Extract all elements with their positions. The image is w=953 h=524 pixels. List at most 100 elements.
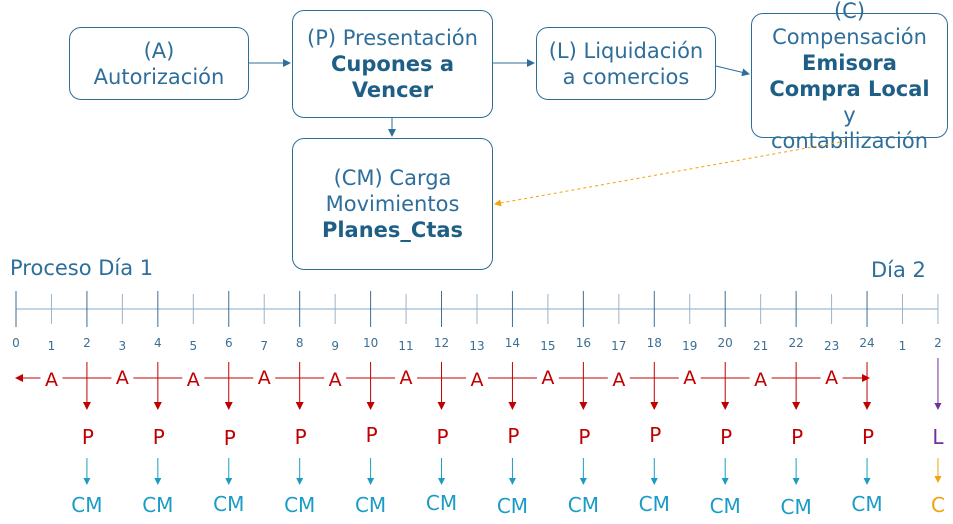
a-label-bg [607,366,630,390]
timeline-tick-label: 16 [576,336,591,350]
timeline-tick-label: 19 [682,339,697,353]
box-p-title: (P) Presentación [307,26,478,50]
box-c-name: Compensación [772,24,927,49]
p-label: P [224,426,236,450]
timeline-tick-label: 12 [434,336,449,350]
p-label: P [295,425,307,449]
box-carga-movimientos: (CM) Carga Movimientos Planes_Ctas [292,138,493,270]
timeline-tick-label: 3 [119,339,127,353]
p-label: P [507,424,519,448]
cm-label: CM [497,494,528,518]
timeline-tick-label: 11 [398,339,413,353]
box-c-bold1: Emisora [802,50,897,75]
timeline-tick-label: 7 [260,339,268,353]
box-cm-bold: Planes_Ctas [321,218,464,242]
timeline-tick-label: 15 [540,339,555,353]
p-label: P [862,425,874,449]
box-presentacion: (P) Presentación Cupones a Vencer [292,10,493,118]
arrow-l-to-c [715,65,750,77]
a-label-bg [536,366,559,390]
box-cm-title: (CM) Carga [333,166,452,190]
p-label: P [578,425,590,449]
timeline-tick-label: 18 [647,336,662,350]
p-label: P [720,425,732,449]
timeline-tick-label: 20 [718,336,733,350]
a-label-bg [324,366,347,390]
box-c-y: y [843,102,856,127]
timeline-tick-label: 5 [189,339,197,353]
cm-label: CM [142,493,173,517]
box-c-bold2: Compra Local [769,76,930,101]
p-label: P [82,425,94,449]
box-l-sub: a comercios [562,64,690,89]
cm-label: CM [781,495,812,519]
timeline-tick-label: 2 [934,336,942,350]
timeline-tick-label: 10 [363,336,378,350]
arrow-c-to-cm [494,140,847,207]
timeline-tick-label: 22 [788,336,803,350]
timeline-tick-label: 23 [824,339,839,353]
a-label-bg [749,366,772,390]
cm-label: CM [355,493,386,517]
l-label: L [932,425,944,449]
timeline-tick-label: 24 [859,336,874,350]
a-label: A [187,369,200,391]
box-l-title: (L) Liquidación [548,38,704,63]
cm-label: CM [568,493,599,517]
cm-label: CM [284,493,315,517]
p-label: P [153,425,165,449]
p-label: P [366,423,378,447]
a-label: A [612,369,625,391]
a-label-bg [395,366,418,390]
p-label: P [649,423,661,447]
timeline-tick-label: 4 [154,336,162,350]
box-p-bold: Cupones a Vencer [331,52,454,102]
timeline-tick-label: 9 [331,339,339,353]
box-autorizacion: (A) Autorización [69,27,249,100]
timeline-tick-label: 0 [12,336,20,350]
a-label-bg [820,366,843,390]
a-label-bg [465,366,488,390]
a-label: A [825,367,838,389]
a-label: A [45,369,58,391]
a-label: A [329,369,342,391]
timeline-tick-label: 14 [505,336,520,350]
timeline-tick-label: 1 [899,339,907,353]
cm-label: CM [710,494,741,518]
timeline-tick-label: 6 [225,336,233,350]
cm-label: CM [213,492,244,516]
timeline-tick-label: 21 [753,339,768,353]
box-a-code: (A) [143,38,175,63]
box-c-code: (C) [833,0,866,23]
timeline-tick-label: 17 [611,339,626,353]
box-a-name: Autorización [93,64,225,89]
timeline-tick-label: 13 [469,339,484,353]
a-label-bg [678,366,701,390]
timeline-tick-label: 2 [83,336,91,350]
a-label: A [683,367,696,389]
timeline-tick-label: 1 [48,339,56,353]
p-label: P [436,425,448,449]
a-label: A [400,367,413,389]
cm-label: CM [71,493,102,517]
box-cm-sub: Movimientos [325,192,460,216]
a-label-bg [40,366,63,390]
a-label: A [754,369,767,391]
box-liquidacion: (L) Liquidación a comercios [536,27,716,100]
timeline-tick-label: 8 [296,336,304,350]
a-label-bg [253,366,276,390]
cm-label: CM [639,492,670,516]
a-label-bg [182,366,205,390]
box-c-contab: contabilización [770,128,929,153]
c-label: C [931,493,945,517]
a-label: A [116,367,129,389]
cm-label: CM [426,491,457,515]
a-label-bg [111,366,134,390]
a-label: A [470,369,483,391]
day1-label: Proceso Día 1 [10,256,154,280]
box-compensacion: (C) Compensación Emisora Compra Local y … [751,0,948,153]
p-label: P [791,425,803,449]
